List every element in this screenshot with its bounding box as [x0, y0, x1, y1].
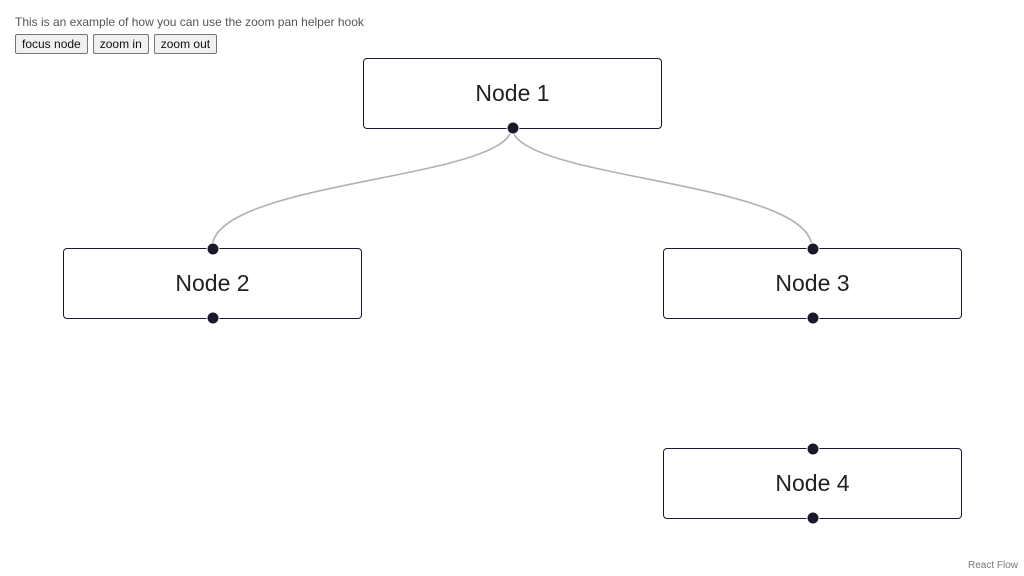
zoom-controls: focus node zoom in zoom out: [15, 34, 218, 54]
target-handle[interactable]: [806, 442, 819, 456]
zoom-in-button[interactable]: zoom in: [92, 34, 149, 54]
node-2[interactable]: Node 2: [63, 242, 362, 325]
node-1[interactable]: Node 1: [363, 58, 662, 135]
node-4[interactable]: Node 4: [663, 442, 962, 525]
focus-node-button[interactable]: focus node: [15, 34, 88, 54]
description-text: This is an example of how you can use th…: [15, 15, 364, 29]
source-handle[interactable]: [806, 511, 819, 525]
target-handle[interactable]: [806, 242, 819, 256]
source-handle[interactable]: [806, 311, 819, 325]
edge-1-3[interactable]: [511, 126, 813, 249]
node-label: Node 4: [775, 470, 850, 496]
edge-1-2[interactable]: [211, 126, 513, 249]
source-handle[interactable]: [206, 311, 219, 325]
node-label: Node 2: [175, 270, 250, 296]
source-handle[interactable]: [506, 121, 519, 135]
attribution-link[interactable]: React Flow: [967, 560, 1018, 571]
node-3[interactable]: Node 3: [663, 242, 962, 325]
node-label: Node 3: [775, 270, 850, 296]
zoom-out-button[interactable]: zoom out: [153, 34, 218, 54]
target-handle[interactable]: [206, 242, 219, 256]
node-label: Node 1: [475, 80, 550, 106]
